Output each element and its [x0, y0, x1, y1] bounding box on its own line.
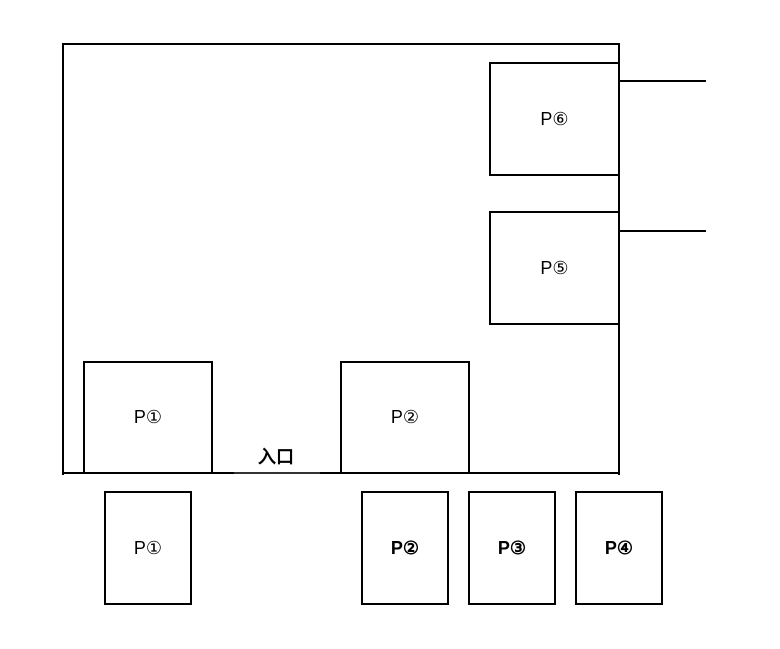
space-p1-outside-label: P①: [133, 537, 163, 558]
space-p2-outside-label: P②: [390, 537, 420, 558]
space-p5: P⑤: [489, 211, 620, 325]
space-p3-outside-label: P③: [497, 537, 527, 558]
entrance-label: 入口: [258, 447, 294, 467]
entrance-line: [234, 472, 320, 474]
space-p5-label: P⑤: [540, 257, 569, 278]
space-p3-outside: P③: [468, 491, 556, 605]
space-p1-inside: P①: [83, 361, 213, 474]
space-p6: P⑥: [489, 62, 620, 176]
space-p4-outside: P④: [575, 491, 663, 605]
space-p6-label: P⑥: [540, 108, 569, 129]
space-p1-outside: P①: [104, 491, 192, 605]
space-p2-outside: P②: [361, 491, 449, 605]
p6-connector-line: [620, 80, 706, 82]
space-p4-outside-label: P④: [604, 537, 634, 558]
space-p1-inside-label: P①: [133, 407, 163, 427]
space-p2-inside: P②: [340, 361, 470, 474]
lot-bottom-edge-right: [320, 472, 620, 474]
space-p2-inside-label: P②: [390, 407, 420, 427]
p5-connector-line: [620, 230, 706, 232]
